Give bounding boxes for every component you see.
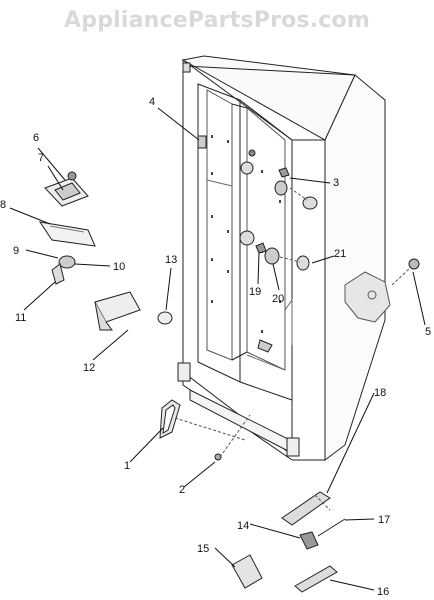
cabinet-shell (177, 55, 391, 461)
callout-18: 18 (374, 387, 387, 399)
callout-16: 16 (377, 586, 390, 598)
callout-21: 21 (334, 248, 347, 260)
callout-10: 10 (113, 261, 126, 273)
callout-15: 15 (197, 543, 210, 555)
callout-11: 11 (15, 312, 27, 324)
callout-1: 1 (124, 460, 131, 472)
callout-13: 13 (165, 254, 178, 266)
inner-parts (197, 135, 420, 353)
callout-17: 17 (378, 514, 391, 526)
callout-2: 2 (179, 484, 186, 496)
callout-7: 7 (38, 152, 45, 164)
callout-8: 8 (0, 199, 7, 211)
callout-12: 12 (83, 362, 96, 374)
callout-14: 14 (237, 520, 250, 532)
exploded-view-lines (174, 187, 411, 511)
callout-19: 19 (249, 286, 262, 298)
callout-5: 5 (425, 326, 432, 338)
callout-6: 6 (33, 132, 40, 144)
watermark: AppliancePartsPros.com (64, 8, 370, 33)
callout-9: 9 (13, 245, 20, 257)
callout-4: 4 (149, 96, 156, 108)
ice-maker-parts (38, 171, 173, 331)
callout-3: 3 (333, 177, 340, 189)
callout-20: 20 (272, 293, 285, 305)
lower-parts (159, 399, 346, 593)
leader-lines (9, 107, 426, 591)
